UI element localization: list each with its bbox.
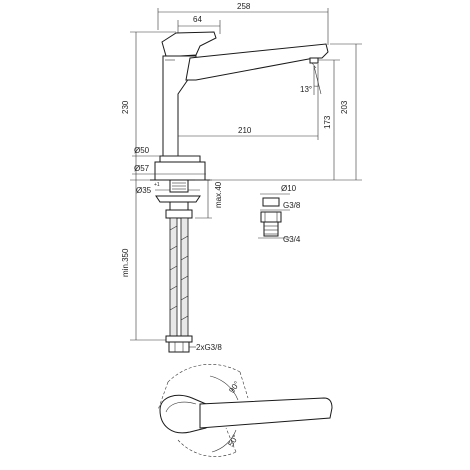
dim-overall-width: 258 <box>237 2 251 11</box>
mounting-assembly <box>150 179 212 219</box>
dim-base-diameter: Ø50 <box>134 146 150 155</box>
dim-spout-angle: 13° <box>300 85 312 94</box>
dim-spout-height: 203 <box>340 100 349 114</box>
dim-hole-tolerance: +1 <box>154 182 160 188</box>
faucet-body <box>150 31 329 181</box>
plan-view <box>157 363 333 457</box>
dim-total-height: 230 <box>121 100 130 114</box>
dim-fitting-thread-small: G3/8 <box>283 201 301 210</box>
dim-outlet-height: 173 <box>323 115 332 129</box>
spout-angle-marker <box>313 65 322 95</box>
dim-hose-connection: 2xG3/8 <box>196 343 222 352</box>
dim-hose-min: min.350 <box>121 248 130 277</box>
left-dimension-lines <box>130 31 176 341</box>
dim-hole-diameter: Ø35 <box>136 186 152 195</box>
dim-swivel-angle-1: 90° <box>227 380 241 395</box>
dim-handle-offset: 64 <box>193 15 202 24</box>
dim-max-deck: max.40 <box>214 181 223 208</box>
dim-fitting-thread-large: G3/4 <box>283 235 301 244</box>
dim-escutcheon-diameter: Ø57 <box>134 164 150 173</box>
right-dimension-lines <box>177 43 362 181</box>
valve-fitting-detail <box>258 193 290 239</box>
supply-hoses <box>165 217 196 353</box>
dim-spout-reach: 210 <box>238 126 252 135</box>
top-dimension-lines <box>157 8 329 45</box>
dim-swivel-angle-2: 50° <box>226 433 240 448</box>
dim-fitting-diameter: Ø10 <box>281 184 297 193</box>
